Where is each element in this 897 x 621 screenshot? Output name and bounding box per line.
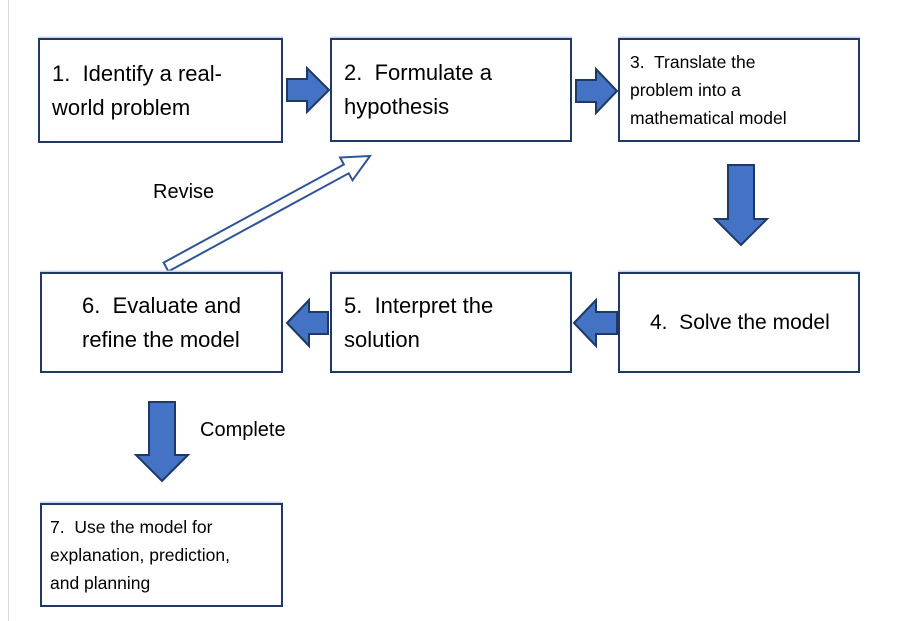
arrow-step4-to-step5-icon bbox=[572, 297, 618, 349]
arrow-step3-to-step4-icon bbox=[712, 164, 770, 247]
step-box-3: 3. Translate the problem into a mathemat… bbox=[618, 38, 860, 142]
step-5-text: 5. Interpret the solution bbox=[344, 292, 494, 352]
step-box-7: 7. Use the model for explanation, predic… bbox=[40, 503, 283, 607]
step-box-6: 6. Evaluate and refine the model bbox=[40, 272, 283, 373]
step-2-text: 2. Formulate a hypothesis bbox=[344, 60, 492, 119]
arrow-step6-to-step7-icon bbox=[133, 401, 191, 483]
step-box-4: 4. Solve the model bbox=[618, 272, 860, 373]
step-4-text: 4. Solve the model bbox=[650, 310, 830, 334]
step-3-text: 3. Translate the problem into a mathemat… bbox=[630, 52, 787, 128]
arrow-step1-to-step2-icon bbox=[286, 65, 331, 115]
step-box-1: 1. Identify a real- world problem bbox=[38, 38, 283, 143]
arrow-step5-to-step6-icon bbox=[285, 297, 329, 349]
step-box-5: 5. Interpret the solution bbox=[330, 272, 572, 373]
step-1-text: 1. Identify a real- world problem bbox=[52, 60, 222, 120]
step-7-text: 7. Use the model for explanation, predic… bbox=[50, 517, 230, 593]
step-box-2: 2. Formulate a hypothesis bbox=[330, 38, 572, 142]
step-6-text: 6. Evaluate and refine the model bbox=[82, 292, 242, 352]
page-edge-line bbox=[8, 0, 9, 621]
revise-label: Revise bbox=[153, 181, 215, 203]
arrow-step2-to-step3-icon bbox=[575, 66, 619, 116]
complete-label: Complete bbox=[200, 419, 286, 441]
arrow-revise-step6-to-step2-icon bbox=[162, 154, 373, 273]
